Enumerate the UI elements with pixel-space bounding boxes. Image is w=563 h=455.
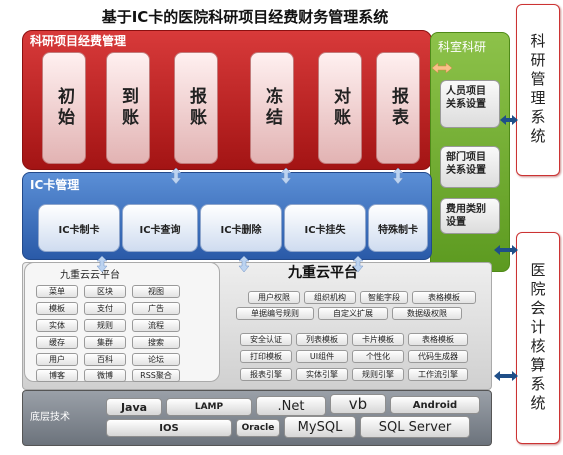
pillar-arrival[interactable]: 到账 [106, 52, 150, 164]
tech-dotnet[interactable]: .Net [256, 396, 326, 416]
hospital-accounting-system-box: 医院会计核算系统 [516, 232, 560, 444]
cloud-small-title: 九重云云平台 [60, 270, 120, 281]
ic-card-delete-button[interactable]: IC卡删除 [200, 204, 282, 252]
cloud-title: 九重云平台 [288, 265, 358, 281]
module-custom-extension[interactable]: 自定义扩展 [318, 307, 388, 320]
module-report-engine[interactable]: 报表引擎 [240, 368, 292, 381]
module-cache[interactable]: 缓存 [36, 336, 78, 349]
module-organization[interactable]: 组织机构 [304, 291, 356, 304]
research-fund-label: 科研项目经费管理 [30, 34, 127, 48]
tech-ios[interactable]: IOS [106, 419, 232, 437]
personnel-project-setting[interactable]: 人员项目关系设置 [440, 80, 500, 128]
module-rss[interactable]: RSS聚合 [132, 369, 180, 382]
pillar-report[interactable]: 报表 [376, 52, 420, 164]
module-card-template[interactable]: 卡片模板 [352, 333, 404, 346]
arrow-blue-cloud [96, 255, 364, 273]
module-numbering-rule[interactable]: 单据编号规则 [236, 307, 314, 320]
tech-lamp[interactable]: LAMP [166, 398, 252, 416]
module-weibo[interactable]: 微博 [84, 369, 126, 382]
module-ui-component[interactable]: UI组件 [296, 350, 348, 363]
module-list-template[interactable]: 列表模板 [296, 333, 348, 346]
module-process[interactable]: 流程 [132, 319, 180, 332]
tech-java[interactable]: Java [106, 398, 162, 416]
module-template[interactable]: 模板 [36, 302, 78, 315]
dept-project-setting[interactable]: 部门项目关系设置 [440, 146, 500, 188]
arrow-to-research-system [500, 115, 518, 125]
pillar-initial[interactable]: 初始 [42, 52, 86, 164]
module-entity-engine[interactable]: 实体引擎 [296, 368, 348, 381]
module-rule-engine[interactable]: 规则引擎 [352, 368, 404, 381]
module-payment[interactable]: 支付 [84, 302, 126, 315]
module-user-permission[interactable]: 用户权限 [248, 291, 300, 304]
module-personalization[interactable]: 个性化 [352, 350, 404, 363]
module-data-permission[interactable]: 数据级权限 [392, 307, 462, 320]
module-print-template[interactable]: 打印模板 [240, 350, 292, 363]
module-block[interactable]: 区块 [84, 285, 126, 298]
ic-card-lost-button[interactable]: IC卡挂失 [284, 204, 366, 252]
arrow-red-green [431, 62, 453, 74]
module-table-template[interactable]: 表格模板 [412, 291, 476, 304]
research-management-system-box: 科研管理系统 [516, 4, 560, 176]
arrow-red-blue [170, 167, 404, 185]
module-cluster[interactable]: 集群 [84, 336, 126, 349]
module-user[interactable]: 用户 [36, 353, 78, 366]
ic-card-make-button[interactable]: IC卡制卡 [38, 204, 120, 252]
module-forum[interactable]: 论坛 [132, 353, 180, 366]
module-wiki[interactable]: 百科 [84, 353, 126, 366]
tech-android[interactable]: Android [390, 396, 480, 414]
module-workflow-engine[interactable]: 工作流引擎 [408, 368, 468, 381]
tech-vb[interactable]: vb [330, 394, 386, 414]
ic-card-query-button[interactable]: IC卡查询 [122, 204, 198, 252]
module-smart-field[interactable]: 智能字段 [360, 291, 408, 304]
module-search[interactable]: 搜索 [132, 336, 180, 349]
page-title: 基于IC卡的医院科研项目经费财务管理系统 [101, 8, 389, 26]
module-view[interactable]: 视图 [132, 285, 180, 298]
module-blog[interactable]: 博客 [36, 369, 78, 382]
ic-card-label: IC卡管理 [30, 178, 80, 192]
module-menu[interactable]: 菜单 [36, 285, 78, 298]
arrow-to-accounting-system [494, 245, 518, 381]
module-ads[interactable]: 广告 [132, 302, 180, 315]
tech-sqlserver[interactable]: SQL Server [360, 416, 470, 438]
module-entity[interactable]: 实体 [36, 319, 78, 332]
module-table-template-2[interactable]: 表格模板 [408, 333, 468, 346]
tech-mysql[interactable]: MySQL [284, 416, 356, 438]
module-security-auth[interactable]: 安全认证 [240, 333, 292, 346]
expense-category-setting[interactable]: 费用类别设置 [440, 198, 500, 234]
pillar-reconcile[interactable]: 对账 [318, 52, 362, 164]
module-rule[interactable]: 规则 [84, 319, 126, 332]
module-code-generator[interactable]: 代码生成器 [408, 350, 468, 363]
pillar-freeze[interactable]: 冻结 [250, 52, 294, 164]
ic-card-special-button[interactable]: 特殊制卡 [368, 204, 428, 252]
tech-label: 底层技术 [30, 412, 70, 423]
dept-research-label: 科室科研 [438, 40, 487, 54]
tech-oracle[interactable]: Oracle [236, 419, 280, 437]
pillar-reimburse[interactable]: 报账 [174, 52, 218, 164]
